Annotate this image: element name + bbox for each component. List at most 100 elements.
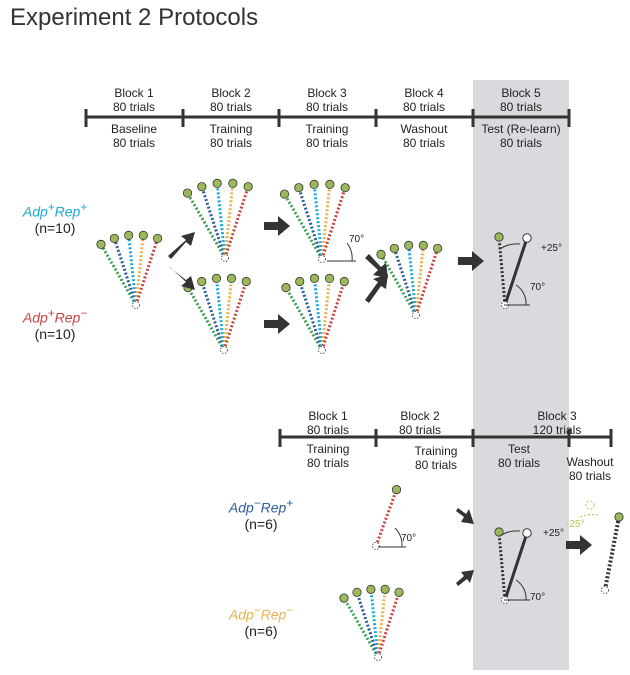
target-dot — [394, 587, 404, 597]
target-dot — [124, 230, 134, 240]
target-dot — [279, 189, 290, 199]
arrow-merge-down — [365, 254, 388, 278]
reach-line — [284, 286, 324, 351]
phase-name: Baseline — [110, 122, 158, 136]
top-block-3-label: Block 3 80 trials — [277, 86, 377, 114]
bottom-block-3-label: Block 3 120 trials — [507, 409, 607, 437]
target-dot — [109, 233, 119, 244]
cursor-dot — [522, 233, 532, 243]
top-phase-5-label: Test (Re-learn) 80 trials — [471, 122, 571, 150]
reach-line — [374, 489, 398, 547]
block-name: Block 4 — [404, 86, 444, 100]
target-dot — [96, 239, 106, 249]
washout-fan — [376, 240, 443, 319]
target-dot — [294, 183, 304, 193]
start-circle — [601, 586, 609, 594]
block-trials: 80 trials — [402, 100, 446, 114]
start-circle — [412, 311, 420, 319]
group-adp-plus-rep-plus: Adp+Rep+ (n=10) — [0, 200, 110, 236]
target-dot — [324, 273, 335, 283]
arrow-right-a — [264, 216, 290, 236]
bottom-phase-3-label: Test 80 trials — [469, 442, 569, 470]
reach-line — [497, 531, 507, 601]
phase-trials: 80 trials — [499, 136, 543, 150]
reach-line — [222, 281, 248, 351]
bottom-test-angle-70-label: 70° — [530, 592, 546, 603]
reach-line — [186, 192, 227, 259]
washout-minus25-label: -25° — [566, 519, 585, 530]
top-block-2-label: Block 2 80 trials — [181, 86, 281, 114]
group-n: (n=6) — [244, 622, 278, 639]
target-dot — [614, 512, 624, 522]
phase-trials: 80 trials — [112, 136, 156, 150]
reach-line — [376, 591, 401, 658]
reach-line — [376, 589, 387, 658]
phase-name: Training — [305, 122, 349, 136]
target-dot — [339, 276, 349, 287]
block-trials: 80 trials — [398, 423, 442, 437]
target-dot — [391, 485, 402, 495]
target-dot — [494, 232, 504, 242]
reach-line — [320, 278, 332, 351]
target-dot — [366, 584, 376, 594]
block-trials: 80 trials — [209, 100, 253, 114]
target-dot — [339, 593, 349, 603]
arrow-merge-up — [365, 274, 388, 303]
target-dot — [404, 240, 414, 250]
group-adp-minus-rep-minus: Adp−Rep− (n=6) — [206, 603, 316, 639]
bottom-phase-4-label: Washout 80 trials — [550, 455, 630, 483]
reach-line — [312, 184, 324, 260]
block-trials: 80 trials — [112, 100, 156, 114]
group-name: Adp+Rep+ — [22, 201, 88, 220]
top-timeline — [84, 109, 571, 127]
transition-arrows — [168, 216, 592, 586]
top-phase-3-label: Training 80 trials — [277, 122, 377, 150]
target-dot — [212, 178, 222, 189]
block-name: Block 3 — [537, 409, 577, 423]
phase-name: Test (Re-learn) — [481, 122, 561, 136]
washout-reach — [585, 500, 624, 594]
reach-fans — [96, 178, 624, 661]
block-trials: 80 trials — [305, 100, 349, 114]
block-name: Block 2 — [211, 86, 251, 100]
reach-line — [320, 187, 347, 260]
target-dot — [352, 587, 362, 597]
group-name: Adp−Rep− — [228, 604, 294, 623]
phase-trials: 80 trials — [497, 456, 541, 470]
target-dot — [325, 179, 335, 190]
arrow-to-test-b1 — [456, 508, 474, 524]
reach-line — [223, 186, 250, 259]
top-phase-2-label: Training 80 trials — [181, 122, 281, 150]
top-test-plus25-label: +25° — [541, 243, 562, 254]
target-dot — [228, 178, 238, 189]
group-adp-plus-rep-minus: Adp+Rep− (n=10) — [0, 306, 110, 342]
training-fan-rep-plus — [182, 178, 253, 262]
arrow-to-washout — [566, 535, 592, 555]
start-circle — [220, 346, 228, 354]
arrow-down-right — [168, 266, 195, 290]
top-block-1-label: Block 1 80 trials — [84, 86, 184, 114]
start-circle — [372, 542, 380, 550]
target-dot — [197, 182, 207, 192]
start-circle — [132, 301, 140, 309]
target-dot — [197, 276, 207, 287]
top-block-5-label: Block 5 80 trials — [471, 86, 571, 114]
bottom-phase-1-label: Training 80 trials — [278, 442, 378, 470]
target-dot — [226, 273, 237, 283]
group-adp-minus-rep-plus: Adp−Rep+ (n=6) — [206, 496, 316, 532]
page-title: Experiment 2 Protocols — [10, 4, 259, 31]
phase-trials: 80 trials — [414, 458, 458, 472]
reach-line — [297, 187, 324, 260]
target-dot — [380, 584, 390, 594]
phase-name: Training — [306, 442, 350, 456]
block-name: Block 1 — [114, 86, 154, 100]
reach-line — [320, 281, 346, 351]
reach-line — [414, 245, 425, 316]
reach-line — [134, 235, 145, 306]
top-phase-4-label: Washout 80 trials — [374, 122, 474, 150]
target-dot — [494, 527, 504, 537]
phase-name: Training — [209, 122, 253, 136]
washout-minus25-arc — [577, 513, 599, 519]
group-name: Adp+Rep− — [22, 307, 88, 326]
